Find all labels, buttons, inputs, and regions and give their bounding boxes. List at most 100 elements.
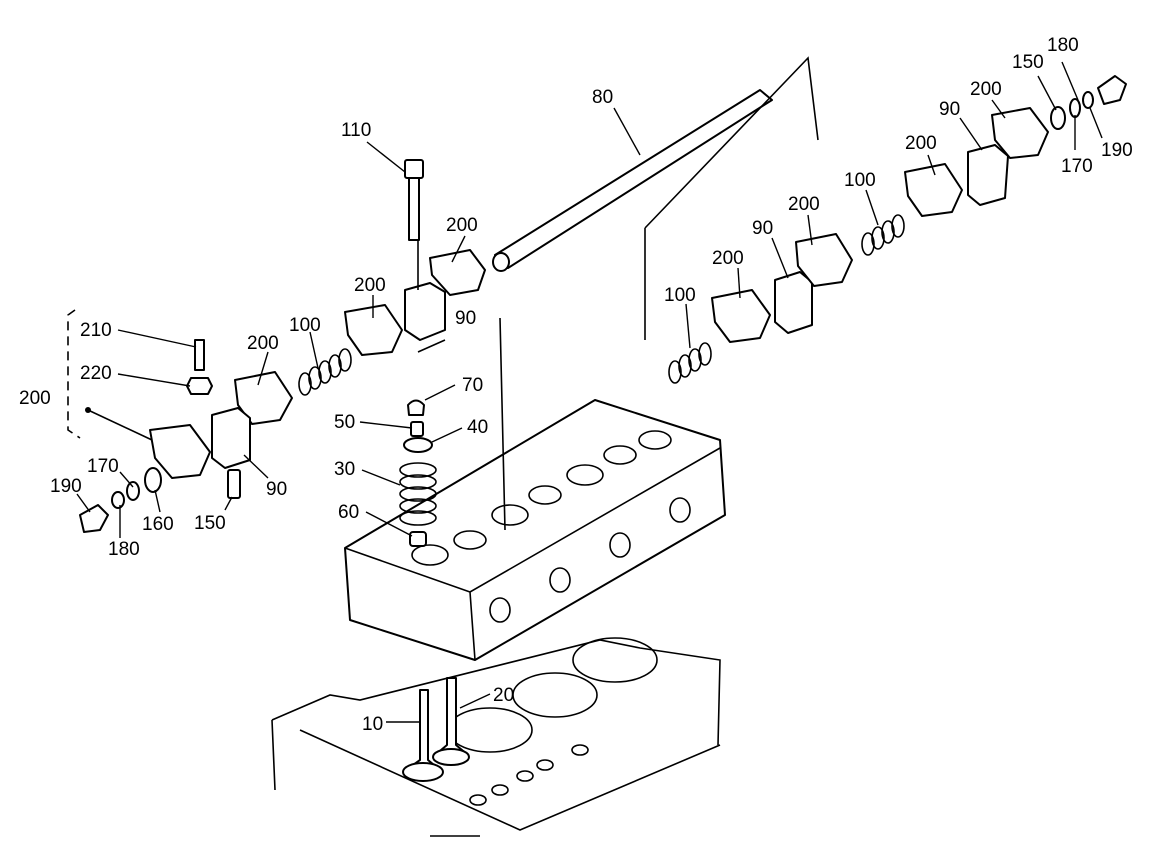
leader-40	[431, 427, 463, 443]
callout-200-right-b: 200	[788, 194, 820, 215]
valve-20	[432, 677, 470, 766]
callout-180-left: 180	[108, 539, 140, 560]
callout-100-left: 100	[289, 315, 321, 336]
rocker-arm-right-a	[904, 163, 963, 217]
leader-200-left-inner	[257, 351, 269, 386]
leader-100-left	[309, 331, 319, 369]
leader-110	[366, 141, 406, 173]
rocker-bracket-right-end	[967, 144, 1009, 206]
callout-180-right: 180	[1047, 35, 1079, 56]
callout-70: 70	[462, 375, 484, 396]
callout-200-right-end: 200	[970, 79, 1002, 100]
callout-10: 10	[362, 714, 384, 735]
cylinder-head	[344, 399, 726, 661]
rocker-arm-right-c	[711, 289, 771, 343]
callout-170-left: 170	[87, 456, 119, 477]
washer-150-right	[1050, 106, 1066, 130]
leader-20	[459, 693, 491, 709]
leader-60	[365, 511, 413, 537]
rocker-arm-right-b	[795, 233, 853, 287]
washer-160	[144, 467, 162, 493]
leader-200-right-c	[737, 267, 741, 299]
leader-100-right-low	[685, 303, 691, 349]
adjust-screw-210	[194, 339, 205, 371]
callout-170-right: 170	[1061, 156, 1093, 177]
callout-200-group: 200	[19, 388, 51, 409]
leader-160	[154, 489, 161, 513]
callout-90-right-end: 90	[939, 99, 961, 120]
rocker-spring-right-low	[668, 342, 712, 384]
rocker-spring-left	[298, 348, 352, 396]
nut-220	[186, 377, 213, 395]
rocker-arm-left-c	[234, 371, 293, 425]
leader-150-left	[224, 496, 233, 511]
guide-frame-left	[417, 317, 506, 531]
guide-frame-right	[644, 56, 819, 340]
leader-90-left-end	[243, 454, 269, 479]
bolt-190-right	[1097, 75, 1127, 105]
valve-10	[402, 689, 444, 782]
rocker-arm-left-b	[344, 304, 403, 356]
rocker-arm-left-group	[149, 424, 211, 479]
rocker-spring-right	[861, 214, 905, 256]
callout-200-right-a: 200	[905, 133, 937, 154]
bolt-110	[404, 159, 424, 241]
washer-180-right	[1082, 91, 1094, 109]
leader-200-right-end	[991, 99, 1006, 119]
callout-200-shaft-end: 200	[446, 215, 478, 236]
leader-90-right-mid	[771, 237, 789, 279]
callout-150-left: 150	[194, 513, 226, 534]
leader-190-right	[1089, 107, 1103, 139]
callout-50: 50	[334, 412, 356, 433]
group-bracket-200	[67, 309, 81, 439]
callout-190-left: 190	[50, 476, 82, 497]
callout-30: 30	[334, 459, 356, 480]
callout-100-right: 100	[844, 170, 876, 191]
leader-200-shaft-end	[451, 235, 466, 263]
spring-washer-170-right	[1069, 98, 1081, 118]
callout-200-right-c: 200	[712, 248, 744, 269]
callout-160: 160	[142, 514, 174, 535]
leader-50	[359, 421, 413, 429]
stem-seal-60	[409, 531, 427, 547]
rocker-arm-right-end	[991, 107, 1049, 159]
callout-150-right: 150	[1012, 52, 1044, 73]
callout-190-right: 190	[1101, 140, 1133, 161]
callout-110: 110	[341, 120, 372, 141]
rocker-bracket-left-mid	[404, 282, 446, 341]
spring-washer-170-left	[126, 481, 140, 501]
leader-100-right	[865, 189, 879, 226]
callout-220: 220	[80, 363, 112, 384]
leader-180-right	[1061, 61, 1079, 101]
cylinder-block	[271, 637, 721, 837]
leader-220	[117, 373, 191, 387]
pin-150-left	[227, 469, 241, 499]
callout-60: 60	[338, 502, 360, 523]
rocker-bracket-left-end	[211, 407, 251, 469]
leader-170-left	[119, 471, 134, 488]
washer-180-left	[111, 491, 125, 509]
valve-cotter-50	[410, 421, 424, 437]
group-axis	[87, 409, 153, 441]
leader-80	[613, 107, 641, 156]
leader-30	[361, 469, 401, 486]
callout-80: 80	[592, 87, 614, 108]
callout-90-left-end: 90	[266, 479, 288, 500]
leader-70	[424, 384, 456, 401]
leader-150-right	[1037, 75, 1057, 111]
callout-90-left-bracket: 90	[455, 308, 477, 329]
callout-210: 210	[80, 320, 112, 341]
rocker-arm-left-a	[429, 249, 486, 296]
spring-retainer-40	[403, 437, 433, 453]
leader-200-right-b	[807, 214, 813, 246]
valve-spring-30	[399, 462, 437, 526]
rocker-bracket-right-mid	[774, 271, 813, 334]
callout-40: 40	[467, 417, 489, 438]
bolt-190-left	[79, 504, 109, 533]
leader-190-left	[76, 493, 91, 513]
callout-90-right-mid: 90	[752, 218, 774, 239]
callout-100-right-low: 100	[664, 285, 696, 306]
leader-90-right-end	[959, 117, 983, 151]
callout-20: 20	[493, 685, 515, 706]
